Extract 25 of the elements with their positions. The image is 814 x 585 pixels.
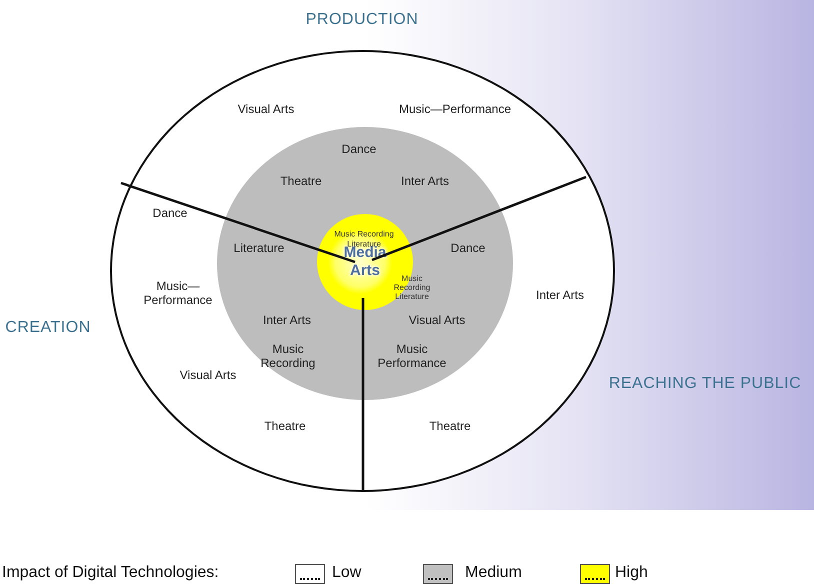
legend-label: Medium	[465, 564, 522, 582]
art-form-label: Literature	[234, 242, 284, 256]
legend-label: Low	[332, 564, 362, 582]
art-form-label: Dance	[450, 242, 486, 256]
art-form-label: Visual Arts	[180, 369, 236, 383]
art-form-label: Music—Performance	[398, 103, 512, 117]
art-form-label: Music Recording	[260, 343, 316, 371]
art-form-label: Inter Arts	[400, 175, 450, 189]
art-form-label: Dance	[152, 207, 188, 221]
section-title: PRODUCTION	[306, 10, 418, 30]
art-form-label: Music Recording	[334, 229, 394, 239]
section-title: REACHING THE PUBLIC	[608, 374, 802, 394]
art-form-label: Dance	[342, 143, 376, 157]
art-form-label: Music— Performance	[142, 280, 214, 308]
art-form-label: Inter Arts	[262, 314, 312, 328]
art-form-label: Music Performance	[376, 343, 448, 371]
section-title: CREATION	[5, 318, 91, 338]
art-form-label: Theatre	[280, 175, 322, 189]
art-form-label: Theatre	[429, 420, 471, 434]
art-form-label: Visual Arts	[408, 314, 466, 328]
art-form-label: Inter Arts	[536, 289, 584, 303]
legend-title: Impact of Digital Technologies:	[2, 564, 219, 582]
art-form-label: Visual Arts	[238, 103, 294, 117]
art-form-label: Theatre	[264, 420, 306, 434]
legend-label: High	[615, 564, 648, 582]
